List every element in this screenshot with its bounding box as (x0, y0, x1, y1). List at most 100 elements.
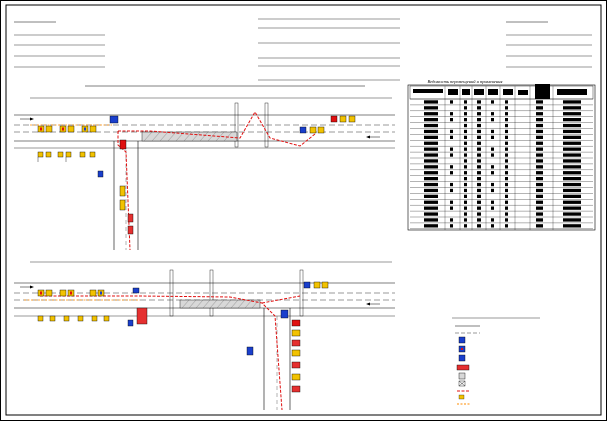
table-cell (536, 224, 543, 228)
table-cell (424, 171, 438, 175)
table-cell (464, 123, 467, 128)
approval-right (506, 21, 592, 68)
table-cell (450, 206, 453, 210)
table-cell (424, 188, 438, 193)
table-cell (563, 147, 581, 151)
scheme-2-hatch (181, 299, 260, 309)
table-cell (491, 100, 494, 104)
table-cell (424, 106, 438, 110)
legend (452, 317, 540, 405)
table-cell (563, 153, 581, 157)
table-cell (563, 129, 581, 134)
table-cell (491, 224, 494, 228)
table-cell (464, 112, 467, 116)
legend-item (458, 394, 465, 400)
table-cell (491, 135, 494, 139)
table-cell (424, 159, 438, 163)
table-cell (450, 147, 453, 151)
table-cell (491, 118, 494, 122)
table-cell (477, 224, 481, 228)
legend-item (456, 364, 470, 371)
table-cell (450, 165, 453, 169)
legend-item (458, 345, 466, 353)
table-cell (424, 177, 438, 181)
scheme-2-signs-middle (127, 287, 148, 327)
table-cell (464, 206, 467, 210)
table-cell (536, 147, 543, 151)
table-cell (536, 141, 543, 145)
table-cell (491, 153, 494, 157)
table-cell (424, 218, 438, 222)
table-cell (563, 224, 581, 228)
table-cell (491, 165, 494, 169)
table-cell (424, 153, 438, 157)
table-cell (536, 212, 543, 216)
table-cell (477, 212, 481, 216)
statement-table: Ведомость перемещений и применения (407, 79, 596, 231)
table-cell (563, 141, 581, 145)
table-cell (563, 159, 581, 163)
table-cell (563, 135, 581, 139)
table-cell (464, 182, 467, 187)
table-cell (505, 177, 508, 181)
table-cell (536, 135, 543, 139)
table-cell (424, 224, 438, 228)
table-cell (536, 159, 543, 163)
table-cell (477, 171, 481, 175)
title-block (258, 18, 400, 81)
table-cell (505, 171, 508, 175)
table-cell (477, 135, 481, 139)
table-cell (450, 218, 453, 222)
table-cell (536, 123, 543, 128)
table-cell (464, 147, 467, 151)
table-cell (477, 188, 481, 193)
table-cell (563, 112, 581, 116)
table-cell (450, 200, 453, 204)
table-cell (477, 182, 481, 187)
table-cell (505, 147, 508, 151)
table-cell (505, 194, 508, 198)
table-header-row (413, 84, 587, 99)
table-cell (464, 224, 467, 228)
scheme-1-side-road (113, 141, 139, 250)
table-cell (563, 100, 581, 104)
table-cell (477, 153, 481, 157)
table-cell (477, 141, 481, 145)
table-cell (536, 112, 543, 116)
table-cell (505, 112, 508, 116)
table-cell (450, 129, 453, 134)
table-cell (505, 188, 508, 193)
scheme-1-sign-group-left (37, 125, 97, 133)
table-cell (464, 177, 467, 181)
table-cell (563, 106, 581, 110)
table-cell (464, 129, 467, 134)
table-cell (563, 188, 581, 193)
scheme-2 (14, 261, 395, 411)
table-cell (464, 118, 467, 122)
table-cell (477, 147, 481, 151)
scheme-2-side-road (263, 308, 291, 410)
scheme-1-sign-group-lower (37, 151, 96, 162)
table-cell (536, 218, 543, 222)
table-cell (464, 218, 467, 222)
table-cell (536, 200, 543, 204)
table-cell (464, 212, 467, 216)
scheme-2-sign-group-lower (37, 315, 110, 322)
table-cell (505, 159, 508, 163)
table-cell (505, 100, 508, 104)
table-cell (563, 165, 581, 169)
table-cell (536, 194, 543, 198)
table-cell (563, 182, 581, 187)
table-cell (536, 165, 543, 169)
table-cell (477, 177, 481, 181)
table-cell (536, 118, 543, 122)
table-cell (424, 123, 438, 128)
scheme-2-detour-route (40, 295, 301, 411)
table-cell (477, 118, 481, 122)
table-cell (424, 141, 438, 145)
table-cell (536, 106, 543, 110)
table-cell (424, 147, 438, 151)
table-cell (491, 206, 494, 210)
